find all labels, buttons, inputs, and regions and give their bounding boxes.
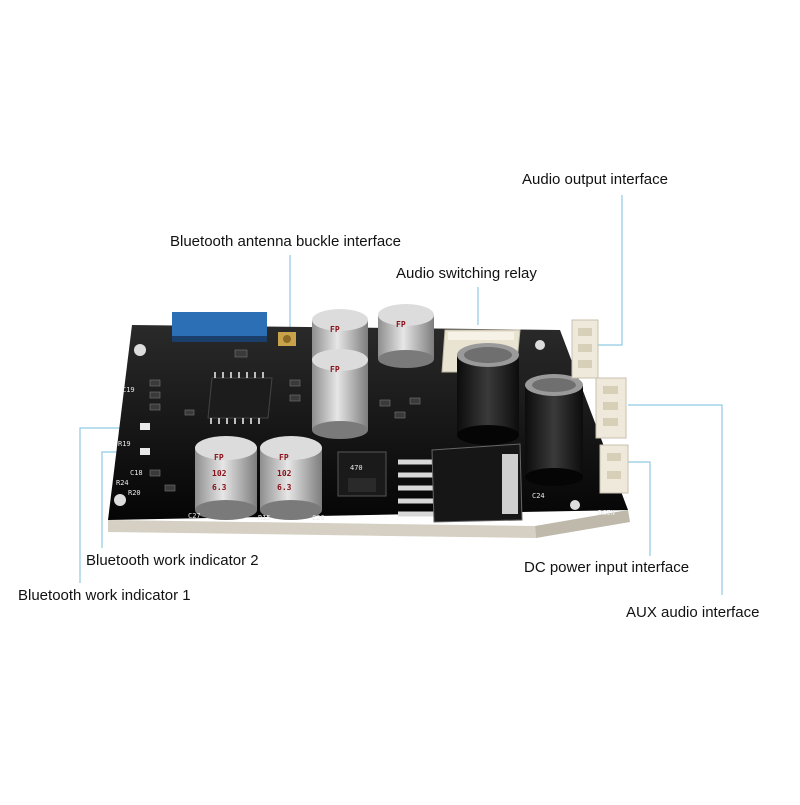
mount-hole: [134, 344, 146, 356]
silkscreen-labels: C27 R15 C26 C24 R19 R24 C18 R20 DCIN C19: [116, 386, 615, 522]
callout-lines: [79, 195, 723, 595]
line-dc-power: [628, 461, 651, 556]
label-bluetooth-work-indicator-1: Bluetooth work indicator 1: [18, 587, 191, 604]
silk-r20: R20: [128, 489, 141, 497]
line-aux: [628, 404, 723, 595]
cap-text: FP: [214, 453, 224, 462]
silk-c18: C18: [130, 469, 143, 477]
cap-text: 102: [277, 469, 292, 478]
cap-text: 6.3: [212, 483, 227, 492]
cap-text: FP: [330, 325, 340, 334]
indicator-led-1: [140, 423, 150, 430]
black-capacitor: [525, 374, 583, 486]
mount-hole: [114, 494, 126, 506]
bluetooth-module: [172, 312, 267, 342]
cap-text: FP: [396, 320, 406, 329]
label-audio-output-interface: Audio output interface: [522, 171, 668, 188]
label-bluetooth-antenna-buckle-interface: Bluetooth antenna buckle interface: [170, 233, 401, 250]
inductor: 470: [337, 451, 387, 497]
cap-text: FP: [330, 365, 340, 374]
silk-dcin: DCIN: [598, 509, 615, 517]
voltage-regulator: [398, 443, 523, 523]
black-capacitor: [457, 343, 519, 445]
silk-c26: C26: [312, 514, 325, 522]
mount-hole: [535, 340, 545, 350]
smd-components: [149, 349, 421, 492]
antenna-connector: [278, 332, 296, 346]
label-audio-switching-relay: Audio switching relay: [396, 265, 537, 282]
cap-text: FP: [279, 453, 289, 462]
bt-module-board: [172, 312, 267, 340]
label-dc-power-input-interface: DC power input interface: [524, 559, 690, 576]
label-bluetooth-work-indicator-2: Bluetooth work indicator 2: [86, 552, 259, 569]
silk-r19: R19: [118, 440, 131, 448]
capacitor: FP: [312, 349, 368, 439]
mount-hole: [570, 500, 580, 510]
cap-text: 6.3: [277, 483, 292, 492]
label-aux-audio-interface: AUX audio interface: [626, 604, 760, 621]
line-audio-output: [598, 195, 623, 346]
silk-r24: R24: [116, 479, 129, 487]
silk-c27: C27: [188, 512, 201, 520]
capacitor: FP 102 6.3: [195, 436, 257, 520]
ic-chip: [207, 372, 273, 424]
aux-connector: [595, 377, 627, 439]
board-thickness: [108, 520, 536, 538]
capacitor: FP: [378, 304, 434, 368]
board-thickness-right: [535, 510, 630, 538]
audio-output-connector: [571, 319, 599, 379]
dc-power-connector: [599, 444, 629, 494]
silk-r15: R15: [258, 514, 271, 522]
bt-module-edge: [172, 336, 267, 342]
indicator-led-2: [140, 448, 150, 455]
silk-c19: C19: [122, 386, 135, 394]
capacitor: FP 102 6.3: [260, 436, 322, 520]
inductor-marking: 470: [350, 464, 363, 472]
silk-c24: C24: [532, 492, 545, 500]
cap-text: 102: [212, 469, 227, 478]
